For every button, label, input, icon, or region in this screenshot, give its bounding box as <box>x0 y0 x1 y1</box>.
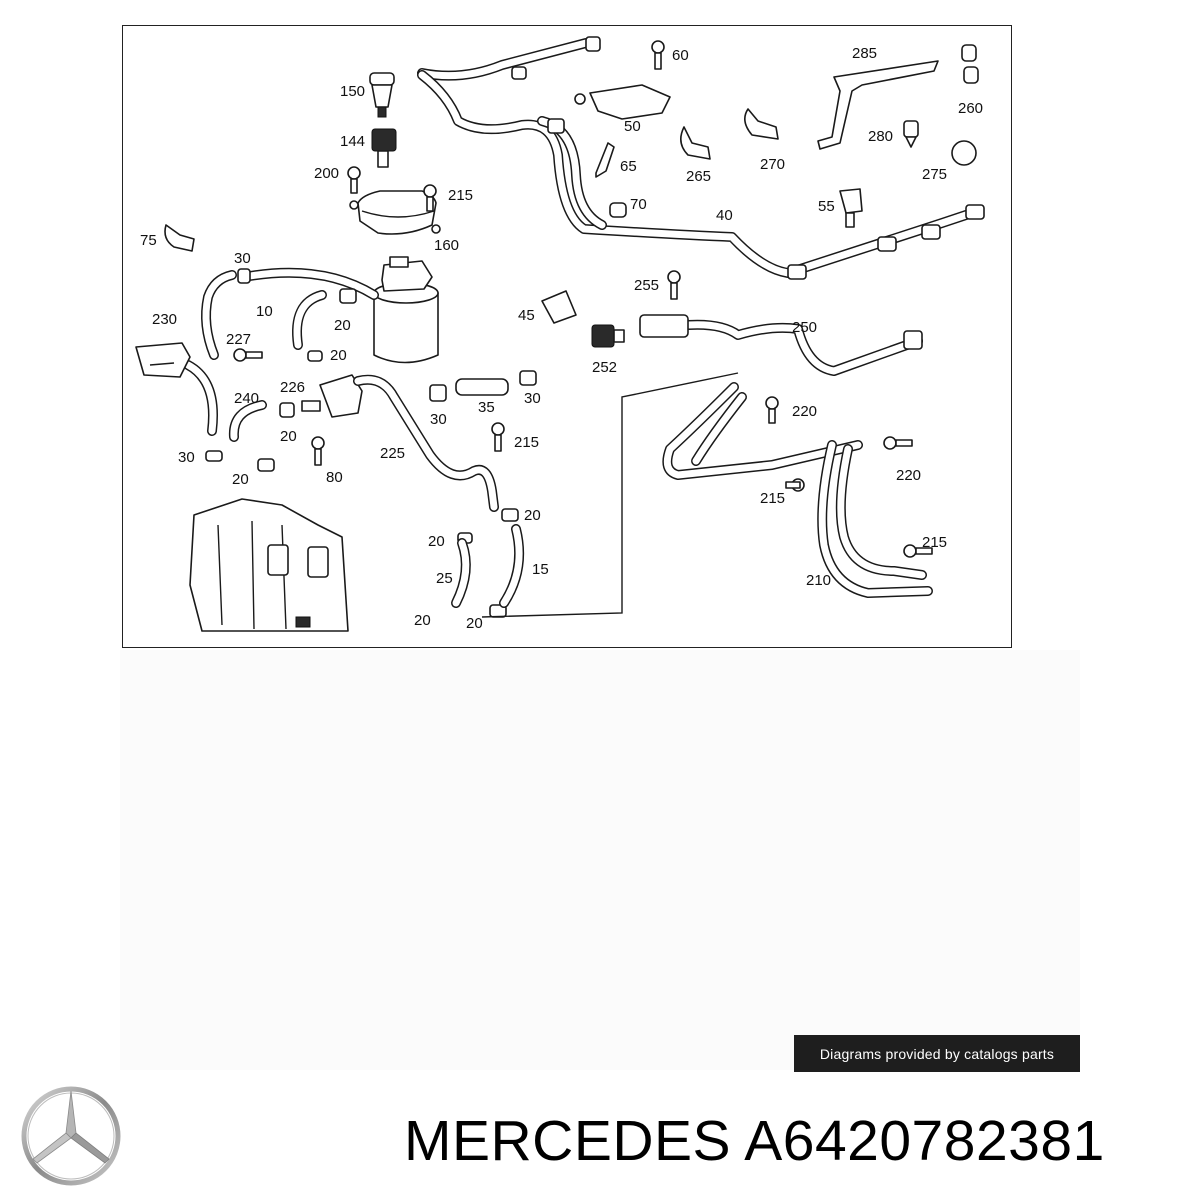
connector-35 <box>455 378 509 396</box>
callout: 240 <box>234 390 259 407</box>
callout: 10 <box>256 303 273 320</box>
callout: 150 <box>340 83 365 100</box>
callout: 250 <box>792 319 817 336</box>
clamp-265 <box>680 126 711 160</box>
bolts-227-80 <box>233 348 325 466</box>
callout: 25 <box>436 570 453 587</box>
callout: 20 <box>232 471 249 488</box>
callout: 275 <box>922 166 947 183</box>
mercedes-star-icon <box>21 1086 121 1186</box>
callout: 280 <box>868 128 893 145</box>
callout: 30 <box>524 390 541 407</box>
callout: 285 <box>852 45 877 62</box>
callout: 30 <box>178 449 195 466</box>
bolt-200 <box>347 166 361 194</box>
callout: 65 <box>620 158 637 175</box>
source-badge: Diagrams provided by catalogs parts <box>794 1035 1080 1072</box>
sensor-150 <box>369 72 395 118</box>
callout: 20 <box>334 317 351 334</box>
callout: 35 <box>478 399 495 416</box>
callout: 220 <box>792 403 817 420</box>
callout: 80 <box>326 469 343 486</box>
connector-250 <box>639 314 923 350</box>
callout: 20 <box>414 612 431 629</box>
callout: 30 <box>234 250 251 267</box>
valve-50 <box>574 84 671 120</box>
clamp-275 <box>951 140 977 166</box>
line-connectors-40 <box>511 36 985 280</box>
fuel-line-exploded-diagram: 150 144 200 215 160 75 30 230 10 20 227 … <box>135 36 985 632</box>
callout: 20 <box>280 428 297 445</box>
background-panel <box>120 650 1080 1070</box>
callout: 225 <box>380 445 405 462</box>
callout-labels: 150 144 200 215 160 75 30 230 10 20 227 … <box>140 45 983 632</box>
callout: 210 <box>806 572 831 589</box>
callout: 70 <box>630 196 647 213</box>
clamp-270 <box>744 108 779 140</box>
callout: 20 <box>466 615 483 632</box>
callout: 227 <box>226 331 251 348</box>
callout: 20 <box>330 347 347 364</box>
callout: 270 <box>760 156 785 173</box>
sensor-252 <box>591 324 625 348</box>
callout: 215 <box>922 534 947 551</box>
callout: 215 <box>760 490 785 507</box>
bracket-230 <box>135 342 191 378</box>
filter-bracket-160 <box>349 190 441 235</box>
callout: 220 <box>896 467 921 484</box>
callout: 45 <box>518 307 535 324</box>
bracket-285 <box>817 60 939 150</box>
bolts-220-215 <box>765 396 933 558</box>
callout: 55 <box>818 198 835 215</box>
callout: 20 <box>428 533 445 550</box>
callout: 215 <box>448 187 473 204</box>
clamp-75 <box>164 224 195 252</box>
fuel-filter-housing <box>373 256 439 364</box>
small-clamps <box>205 268 537 618</box>
callout: 230 <box>152 311 177 328</box>
heater-element-144 <box>371 128 397 168</box>
bolt-215-top <box>423 184 437 212</box>
callout: 50 <box>624 118 641 135</box>
callout: 252 <box>592 359 617 376</box>
callout: 160 <box>434 237 459 254</box>
bracket-65 <box>595 142 615 178</box>
callout: 144 <box>340 133 365 150</box>
fitting-226 <box>301 374 363 418</box>
callout: 30 <box>430 411 447 428</box>
part-number-caption: MERCEDES A6420782381 <box>404 1109 1105 1173</box>
callout: 20 <box>524 507 541 524</box>
callout: 40 <box>716 207 733 224</box>
callout: 60 <box>672 47 689 64</box>
bolt-215-mid <box>491 422 505 452</box>
callout: 255 <box>634 277 659 294</box>
callout: 265 <box>686 168 711 185</box>
bolt-255 <box>667 270 681 300</box>
sensor-45 <box>541 290 577 324</box>
clip-70 <box>609 202 627 218</box>
callout: 226 <box>280 379 305 396</box>
clips-260 <box>961 44 979 84</box>
connector-55 <box>839 188 863 228</box>
clip-280 <box>903 120 919 148</box>
bolt-60 <box>651 40 665 70</box>
callout: 215 <box>514 434 539 451</box>
callout: 75 <box>140 232 157 249</box>
callout: 200 <box>314 165 339 182</box>
callout: 15 <box>532 561 549 578</box>
high-pressure-pump <box>189 498 349 632</box>
callout: 260 <box>958 100 983 117</box>
